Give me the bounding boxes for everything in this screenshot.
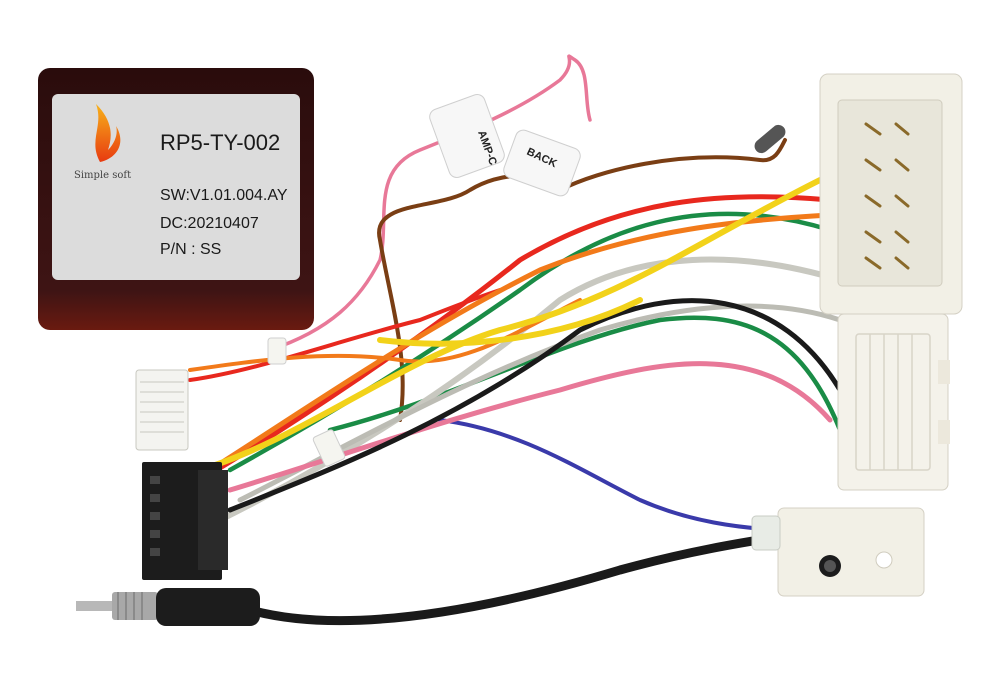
amp-tag: AMP-C <box>429 94 505 178</box>
interface-module: Simple soft RP5-TY-002 SW:V1.01.004.AY D… <box>38 68 314 330</box>
software-version: SW:V1.01.004.AY <box>160 187 288 204</box>
wire-red-small <box>188 288 502 382</box>
antenna-adapter-connector <box>751 507 925 597</box>
zip-tie-2 <box>312 429 346 467</box>
wire-red <box>197 194 833 483</box>
date-code: DC:20210407 <box>160 215 259 232</box>
model-number: RP5-TY-002 <box>160 130 280 155</box>
wire-blue <box>438 418 782 532</box>
antenna-cable <box>245 530 795 626</box>
wire-grey <box>217 256 843 523</box>
wire-brown-reverse <box>377 138 787 422</box>
wire-orange-2 <box>188 298 582 372</box>
antenna-plug <box>76 588 260 626</box>
part-number: P/N : SS <box>160 241 221 258</box>
vehicle-connector-large <box>819 73 963 315</box>
vehicle-connector-medium <box>837 313 950 491</box>
wire-yellow <box>197 177 823 473</box>
wire-bundle <box>188 54 843 626</box>
wire-yellow-2 <box>377 297 643 347</box>
back-tag: BACK <box>503 129 581 197</box>
jst-connector <box>135 369 189 451</box>
zip-tie <box>267 337 287 365</box>
black-connector <box>142 462 228 580</box>
module-label <box>52 94 300 280</box>
brand-name: Simple soft <box>74 170 131 181</box>
brand-logo: Simple soft <box>74 104 131 181</box>
bullet-terminal <box>754 124 786 154</box>
wire-black <box>227 298 843 513</box>
